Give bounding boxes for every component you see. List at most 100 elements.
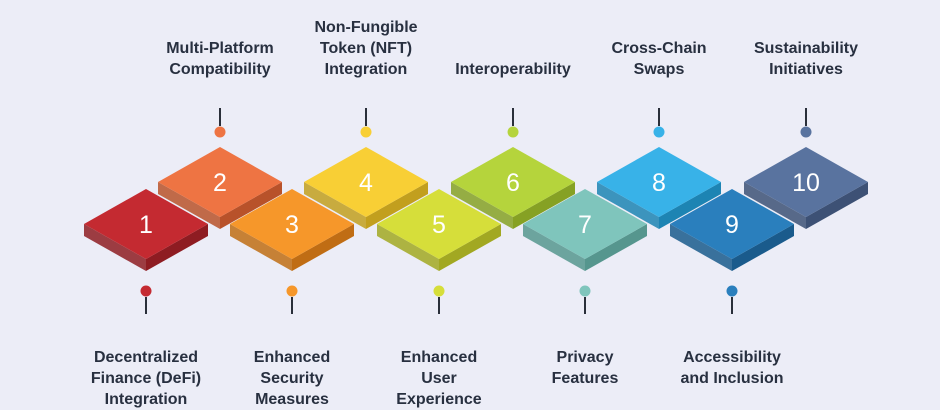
- step-label-line: Non-Fungible: [314, 19, 418, 36]
- tile-side-left: [230, 224, 292, 271]
- steps-diagram: 2 4 6 8 10 1 3 5 7 9: [84, 108, 868, 314]
- connector-7: [579, 285, 591, 314]
- connector-10: [800, 108, 812, 138]
- tile-side-right: [220, 182, 282, 229]
- tile-side-right: [585, 224, 647, 271]
- step-tile-10: 10: [744, 147, 868, 229]
- step-label-line: Multi-Platform: [166, 40, 274, 57]
- tile-side-left: [451, 182, 513, 229]
- tile-top: [451, 147, 575, 217]
- step-label-line: Integration: [324, 61, 408, 78]
- connector-dot: [579, 285, 591, 297]
- connector-dot: [433, 285, 445, 297]
- step-label-line: Compatibility: [169, 61, 271, 78]
- step-number: 1: [139, 211, 153, 239]
- step-label-line: Interoperability: [455, 61, 571, 78]
- connector-5: [433, 285, 445, 314]
- connector-2: [214, 108, 226, 138]
- step-label-line: Sustainability: [753, 40, 859, 57]
- step-tile-5: 5: [377, 189, 501, 271]
- connector-dot: [360, 126, 372, 138]
- tile-side-left: [84, 224, 146, 271]
- step-tile-1: 1: [84, 189, 208, 271]
- tile-side-right: [806, 182, 868, 229]
- step-tile-7: 7: [523, 189, 647, 271]
- step-label-line: Cross-Chain: [611, 40, 707, 57]
- connector-8: [653, 108, 665, 138]
- connector-4: [360, 108, 372, 138]
- step-label-line: Initiatives: [769, 61, 843, 78]
- connector-1: [140, 285, 152, 314]
- step-label-line: Accessibility: [683, 349, 781, 366]
- step-label-line: Enhanced: [253, 349, 331, 366]
- tile-top: [304, 147, 428, 217]
- step-number: 10: [792, 169, 820, 197]
- tile-top: [230, 189, 354, 259]
- step-number: 9: [725, 211, 739, 239]
- tile-side-left: [158, 182, 220, 229]
- step-label-line: Finance (DeFi): [90, 370, 202, 387]
- step-tile-2: 2: [158, 147, 282, 229]
- connector-dot: [286, 285, 298, 297]
- tile-top: [523, 189, 647, 259]
- step-label-line: Token (NFT): [319, 40, 413, 57]
- tile-top: [377, 189, 501, 259]
- step-label-line: Swaps: [633, 61, 685, 78]
- tile-top: [597, 147, 721, 217]
- tile-top: [670, 189, 794, 259]
- step-label-line: and Inclusion: [680, 370, 784, 387]
- step-tile-8: 8: [597, 147, 721, 229]
- step-tile-6: 6: [451, 147, 575, 229]
- tile-top: [744, 147, 868, 217]
- tile-top: [158, 147, 282, 217]
- step-label-line: Security: [260, 370, 324, 387]
- step-label-line: Decentralized: [93, 349, 199, 366]
- step-tile-9: 9: [670, 189, 794, 271]
- connector-dot: [140, 285, 152, 297]
- connector-dot: [800, 126, 812, 138]
- connector-dot: [726, 285, 738, 297]
- step-number: 6: [506, 169, 520, 197]
- step-number: 8: [652, 169, 666, 197]
- tile-side-left: [670, 224, 732, 271]
- tile-side-right: [659, 182, 721, 229]
- connector-dot: [653, 126, 665, 138]
- tile-side-right: [366, 182, 428, 229]
- tile-side-right: [732, 224, 794, 271]
- connector-3: [286, 285, 298, 314]
- tile-side-right: [439, 224, 501, 271]
- connector-dot: [507, 126, 519, 138]
- tile-side-right: [513, 182, 575, 229]
- step-label-6: Interoperability: [428, 59, 598, 80]
- step-tile-3: 3: [230, 189, 354, 271]
- tile-side-left: [744, 182, 806, 229]
- tile-side-right: [292, 224, 354, 271]
- tile-side-left: [523, 224, 585, 271]
- tile-side-right: [146, 224, 208, 271]
- step-number: 5: [432, 211, 446, 239]
- tile-side-left: [304, 182, 366, 229]
- step-label-line: Enhanced: [400, 349, 478, 366]
- step-label-9: Accessibility and Inclusion: [647, 347, 817, 389]
- step-number: 2: [213, 169, 227, 197]
- step-tile-4: 4: [304, 147, 428, 229]
- connector-9: [726, 285, 738, 314]
- tile-side-left: [377, 224, 439, 271]
- step-number: 4: [359, 169, 373, 197]
- step-label-line: Features: [551, 370, 619, 387]
- step-label-line: User: [421, 370, 457, 387]
- tile-side-left: [597, 182, 659, 229]
- connector-dot: [214, 126, 226, 138]
- connector-6: [507, 108, 519, 138]
- step-label-line: Privacy: [556, 349, 614, 366]
- step-number: 7: [578, 211, 592, 239]
- tile-top: [84, 189, 208, 259]
